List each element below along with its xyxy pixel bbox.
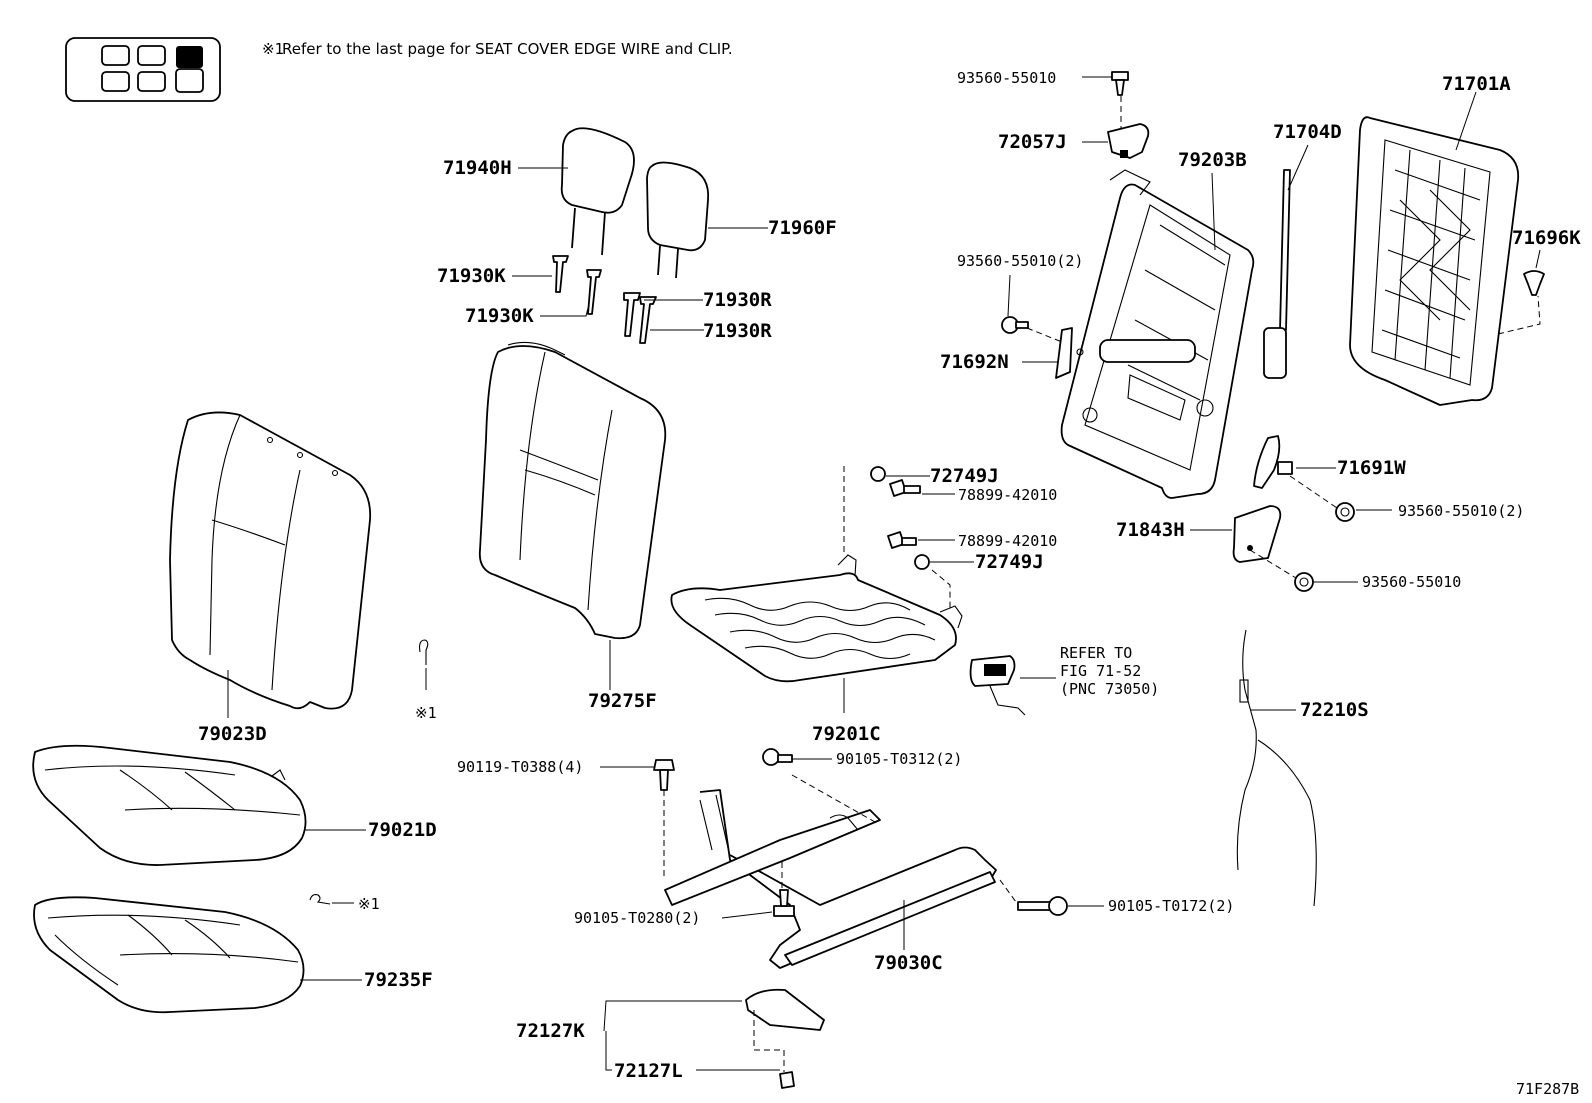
callout-72210s: 72210S — [1300, 699, 1369, 721]
rod-71704d — [1263, 169, 1291, 379]
callout-71940h: 71940H — [443, 157, 512, 179]
callout-71930r-upper: 71930R — [703, 289, 772, 311]
callout-93560-55010: 93560-55010 — [957, 69, 1056, 87]
bolt-93560-55010-right — [1335, 502, 1355, 522]
seat-position-grid-icon — [65, 37, 221, 102]
callout-79275f: 79275F — [588, 690, 657, 712]
nut-72749j-lower — [914, 554, 930, 570]
cover-71843h — [1232, 505, 1282, 563]
nut-72749j-upper — [870, 466, 886, 482]
callout-79201c: 79201C — [812, 723, 881, 745]
callout-71696k: 71696K — [1512, 227, 1581, 249]
refer-line-2: FIG 71-52 — [1060, 662, 1141, 680]
headrest-71940h — [560, 127, 635, 256]
callout-72127l: 72127L — [614, 1060, 683, 1082]
callout-71701a: 71701A — [1442, 73, 1511, 95]
callout-93560-55010-lower: 93560-55010 — [1362, 573, 1461, 591]
note-text: Refer to the last page for SEAT COVER ED… — [282, 40, 733, 58]
note-marker: ※1 — [262, 40, 284, 58]
callout-72749j-lower: 72749J — [975, 551, 1044, 573]
callout-79235f: 79235F — [364, 969, 433, 991]
callout-90105-t0172: 90105-T0172(2) — [1108, 897, 1234, 915]
callout-78899-42010-lower: 78899-42010 — [958, 532, 1057, 550]
bolt-78899-42010-lower — [887, 531, 917, 549]
clip-72127l — [779, 1071, 795, 1089]
cable-72210s — [1236, 629, 1317, 907]
bolt-78899-42010-upper — [889, 479, 921, 497]
callout-71691w: 71691W — [1337, 457, 1406, 479]
seatback-pad-79275f — [478, 341, 667, 640]
seat-belt-buckle-73050 — [969, 655, 1026, 716]
callout-72057j: 72057J — [998, 131, 1067, 153]
bolt-93560-55010-lower — [1294, 572, 1314, 592]
callout-72749j-upper: 72749J — [930, 465, 999, 487]
callout-90119-t0388: 90119-T0388(4) — [457, 758, 583, 776]
bracket-71691w — [1253, 435, 1293, 489]
bolt-90119-t0388 — [653, 759, 675, 791]
callout-79203b: 79203B — [1178, 149, 1247, 171]
callout-71960f: 71960F — [768, 217, 837, 239]
seat-cushion-cover-79021d — [32, 744, 307, 866]
callout-71930k-upper: 71930K — [437, 265, 506, 287]
callout-90105-t0280: 90105-T0280(2) — [574, 909, 700, 927]
callout-note-marker-b: ※1 — [358, 895, 380, 913]
bolt-90105-t0312 — [762, 748, 793, 766]
callout-note-marker-a: ※1 — [415, 704, 437, 722]
bolt-93560-55010-top — [1111, 71, 1129, 96]
headrest-guide-group — [552, 255, 657, 344]
bracket-72057j — [1107, 123, 1150, 159]
callout-78899-42010-upper: 78899-42010 — [958, 486, 1057, 504]
callout-71930r-lower: 71930R — [703, 320, 772, 342]
seatback-frame-79203b — [1060, 169, 1255, 499]
bolt-93560-55010-left — [1001, 316, 1029, 334]
refer-line-3: (PNC 73050) — [1060, 680, 1159, 698]
seat-cushion-pad-79235f — [33, 896, 305, 1014]
cover-72127k — [745, 988, 825, 1031]
bolt-90105-t0280 — [773, 889, 795, 917]
clip-71696k — [1523, 270, 1545, 296]
edge-wire-clip-icon — [419, 639, 429, 665]
callout-71843h: 71843H — [1116, 519, 1185, 541]
callout-79030c: 79030C — [874, 952, 943, 974]
diagram-code: 71F287B — [1516, 1080, 1579, 1098]
callout-71704d: 71704D — [1273, 121, 1342, 143]
callout-71930k-lower: 71930K — [465, 305, 534, 327]
seatback-cover-79023d — [169, 411, 372, 710]
callout-79021d: 79021D — [368, 819, 437, 841]
headrest-71960f — [646, 161, 710, 279]
cushion-frame-79201c — [670, 554, 963, 683]
callout-71692n: 71692N — [940, 351, 1009, 373]
edge-wire-clip-icon — [309, 894, 331, 905]
refer-line-1: REFER TO — [1060, 644, 1132, 662]
back-board-71701a — [1349, 116, 1520, 406]
callout-79023d: 79023D — [198, 723, 267, 745]
bolt-90105-t0172 — [1017, 896, 1068, 916]
callout-93560-55010-2b: 93560-55010(2) — [1398, 502, 1524, 520]
callout-72127k: 72127K — [516, 1020, 585, 1042]
base-frame-79030c — [664, 789, 997, 969]
callout-93560-55010-2a: 93560-55010(2) — [957, 252, 1083, 270]
callout-90105-t0312: 90105-T0312(2) — [836, 750, 962, 768]
